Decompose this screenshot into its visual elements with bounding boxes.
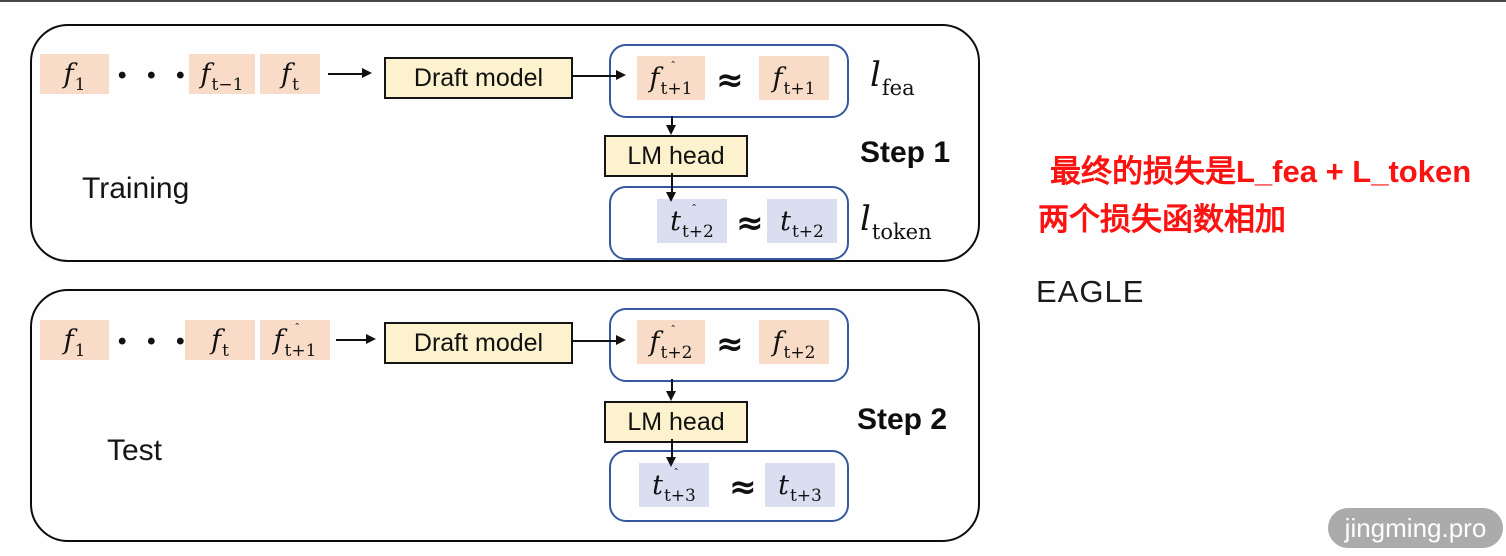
math-base: f: [63, 58, 74, 90]
model-name-label: EAGLE: [1036, 274, 1145, 309]
arrow-feature-to-lmhead: [666, 116, 676, 135]
math-base: f: [63, 324, 74, 356]
watermark-badge: jingming.pro: [1328, 508, 1503, 548]
math-sub: 1: [74, 74, 86, 95]
math-base: l: [870, 55, 881, 95]
ellipsis-dots: • • •: [118, 62, 192, 89]
draft-model-box: Draft model: [384, 322, 573, 364]
math-sub: t+2: [660, 342, 693, 363]
lm-head-box: LM head: [604, 135, 748, 177]
feature-chip-f1: f1: [40, 320, 109, 360]
math-base: f: [649, 326, 660, 358]
token-compare-box: [609, 450, 849, 522]
math-sub: 1: [74, 340, 86, 361]
training-label: Training: [82, 172, 190, 205]
hat-accent: ˆ: [670, 322, 677, 337]
math-base: t: [652, 469, 663, 501]
token-loss-label: ltoken: [860, 199, 932, 243]
feature-loss-label: lfea: [870, 55, 915, 99]
math-sub: t+2: [681, 221, 714, 242]
math-sub: t+3: [789, 485, 822, 506]
step-label: Step 2: [857, 403, 948, 436]
step-label: Step 1: [860, 136, 951, 169]
target-token-chip: tt+3: [765, 463, 835, 507]
ellipsis-dots: • • •: [118, 328, 192, 355]
hat-accent: ˆ: [673, 465, 680, 480]
watermark-label: jingming.pro: [1344, 512, 1487, 543]
math-base: f: [772, 326, 783, 358]
math-sub: t−1: [211, 74, 244, 95]
math-base: f: [211, 324, 222, 356]
feature-compare-box: [609, 308, 849, 382]
math-sub: t: [292, 74, 299, 95]
math-base: f: [772, 62, 783, 94]
math-base: t: [778, 469, 789, 501]
math-sub: token: [871, 220, 932, 244]
hat-accent: ˆ: [670, 58, 677, 73]
hat-accent: ˆ: [691, 201, 698, 216]
lm-head-label: LM head: [627, 141, 725, 170]
approx-symbol: ≈: [736, 203, 764, 242]
target-feature-chip: ft+2: [759, 320, 829, 364]
draft-model-label: Draft model: [413, 328, 544, 357]
math-base: f: [281, 58, 292, 90]
arrow-draft-to-feature: [572, 70, 626, 80]
math-base: f: [273, 324, 284, 356]
lm-head-label: LM head: [627, 407, 725, 436]
arrow-inputs-to-draft: [328, 68, 372, 78]
target-feature-chip: ft+1: [759, 56, 829, 100]
arrow-feature-to-lmhead: [666, 379, 676, 401]
draft-model-label: Draft model: [413, 63, 544, 92]
math-base: f: [200, 58, 211, 90]
math-sub: t+2: [791, 221, 824, 242]
feature-chip-f1: f1: [40, 54, 109, 94]
math-sub: fea: [881, 76, 915, 100]
draft-model-box: Draft model: [384, 57, 573, 99]
hat-accent: ˆ: [294, 320, 301, 335]
arrow-inputs-to-draft: [336, 334, 376, 344]
math-sub: t: [222, 340, 229, 361]
math-base: l: [860, 199, 871, 239]
lm-head-box: LM head: [604, 401, 748, 443]
top-border-line: [0, 0, 1506, 2]
approx-symbol: ≈: [716, 60, 744, 99]
math-sub: t+1: [284, 340, 317, 361]
feature-chip-ft: ft: [260, 54, 320, 94]
arrow-draft-to-feature: [572, 335, 626, 345]
token-compare-box: [609, 186, 849, 260]
loss-note-line1: 最终的损失是L_fea + L_token: [1050, 154, 1472, 189]
test-label: Test: [107, 434, 163, 467]
math-base: t: [780, 205, 791, 237]
feature-compare-box: [609, 44, 849, 118]
loss-note-line2: 两个损失函数相加: [1038, 202, 1286, 237]
approx-symbol: ≈: [716, 324, 744, 363]
math-sub: t+2: [783, 342, 816, 363]
approx-symbol: ≈: [729, 467, 757, 506]
arrow-lmhead-to-token: [666, 173, 676, 202]
feature-chip-ft: ft: [185, 320, 255, 360]
math-base: t: [670, 205, 681, 237]
math-sub: t+3: [663, 485, 696, 506]
target-token-chip: tt+2: [767, 199, 837, 243]
math-sub: t+1: [660, 78, 693, 99]
math-base: f: [649, 62, 660, 94]
feature-chip-ft-1: ft−1: [189, 54, 255, 94]
arrow-lmhead-to-token: [666, 439, 676, 467]
math-sub: t+1: [783, 78, 816, 99]
